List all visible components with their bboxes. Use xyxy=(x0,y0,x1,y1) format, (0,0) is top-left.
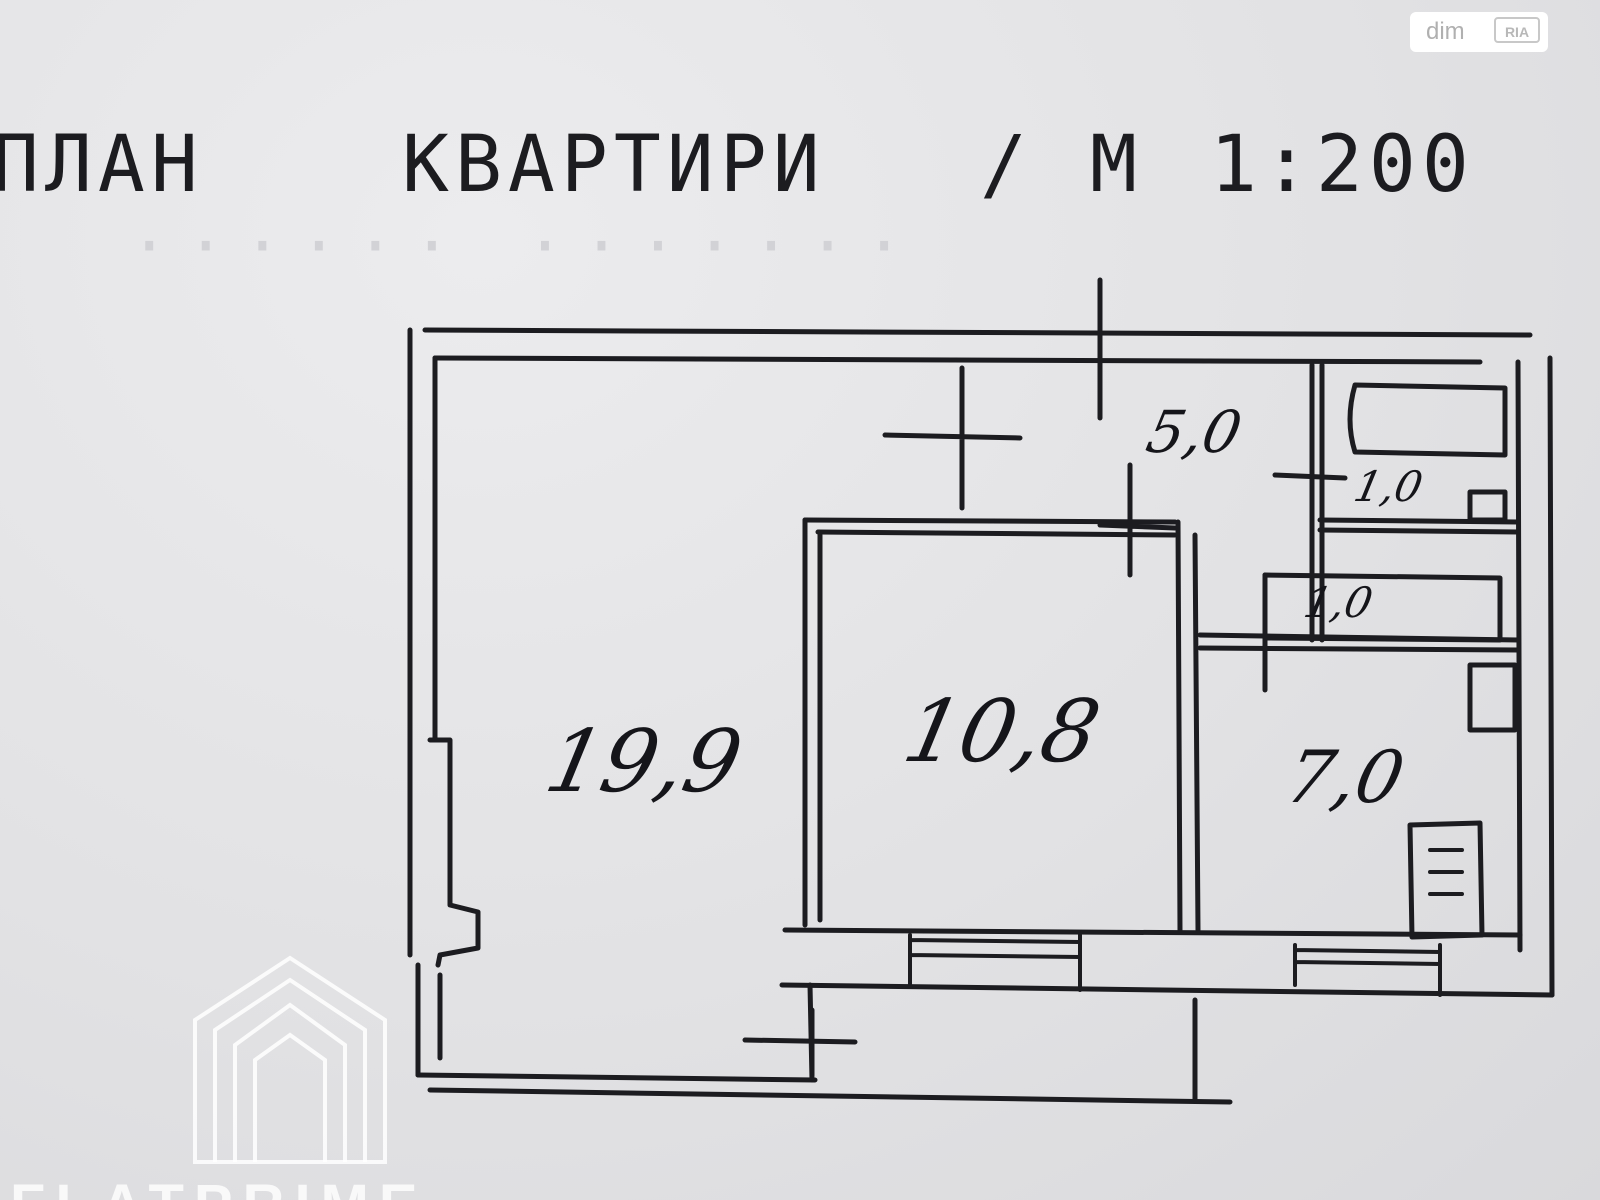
bottom-wall-inner xyxy=(782,927,1523,938)
hall-door-mark xyxy=(1097,462,1178,578)
title-word-plan: ПЛАН xyxy=(0,120,204,210)
window-kitchen xyxy=(1293,943,1442,997)
logo-middle-building xyxy=(213,977,367,1162)
bleed-through-texture: ······ ······· xyxy=(130,210,922,284)
window-bedroom xyxy=(908,933,1082,992)
logo-core xyxy=(253,1032,327,1162)
bedroom-right-wall-inner xyxy=(1192,532,1201,933)
right-wall-outer xyxy=(1547,355,1555,998)
bedroom-top-wall xyxy=(802,517,1178,525)
title-word-apartment: КВАРТИРИ xyxy=(402,120,826,210)
badge-brand: dim xyxy=(1426,18,1465,45)
balcony-bottom xyxy=(415,1072,818,1083)
sink-box xyxy=(1467,489,1508,523)
left-wall-window xyxy=(427,737,481,968)
logo-outer-building xyxy=(193,955,387,1164)
dim-ria-badge[interactable]: dim RIA xyxy=(1410,12,1548,52)
top-wall-outer xyxy=(422,327,1533,338)
stove xyxy=(1407,820,1485,940)
stove-burners xyxy=(1428,848,1464,896)
badge-tag: RIA xyxy=(1494,17,1540,43)
living-door-mark xyxy=(882,365,1023,511)
balcony-bottom-outer xyxy=(427,1087,1233,1105)
top-wall-inner xyxy=(432,355,1483,365)
title-separator: / xyxy=(980,120,1033,210)
watermark-text: FLATPRIME xyxy=(10,1172,428,1200)
right-wall-inner xyxy=(1515,359,1523,953)
bath-door-mark xyxy=(1272,472,1348,481)
kitchen-appliance-box xyxy=(1467,662,1518,733)
balcony-door-mark xyxy=(742,1007,858,1078)
title-scale-value: 1:200 xyxy=(1210,120,1475,210)
page-title: ПЛАН КВАРТИРИ / М 1:200 xyxy=(0,120,1600,210)
kitchen-top-wall xyxy=(1197,632,1521,653)
bedroom-right-wall xyxy=(1175,519,1183,933)
bathtub xyxy=(1347,382,1508,458)
logo-inner-building xyxy=(233,1002,347,1162)
title-scale-prefix: М xyxy=(1090,120,1143,210)
bedroom-top-wall-inner xyxy=(815,529,1178,538)
